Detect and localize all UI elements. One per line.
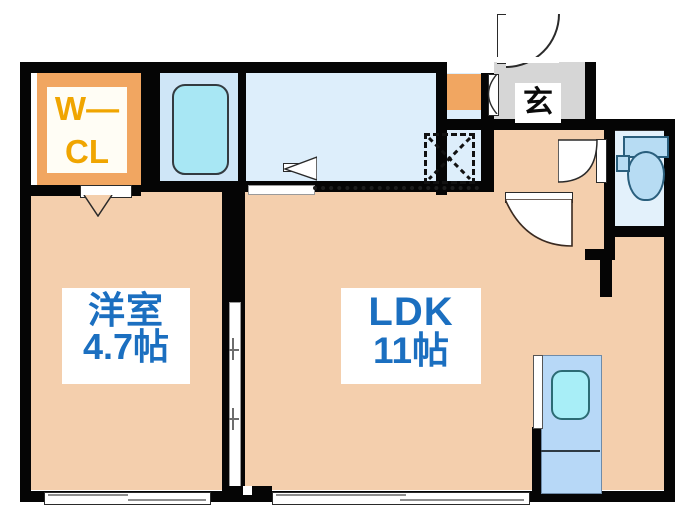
wall-bath-washroom (238, 62, 246, 192)
ldk-window-bar-right (400, 499, 524, 501)
bathtub (172, 84, 229, 175)
genkan-wall-right (585, 62, 596, 120)
genkan-step-wall (447, 119, 592, 130)
wcl-label-line1: W— (54, 90, 120, 127)
ldk-label-line1: LDK (368, 290, 454, 334)
window-mullion-gap (243, 486, 252, 495)
genkan-wall-left (436, 62, 447, 122)
closet-folding-door-chevron-icon (83, 195, 113, 217)
ldk-upper-cupboard-line (313, 186, 479, 190)
toilet-bowl (627, 151, 665, 201)
ldk-window-bar-left (276, 494, 406, 496)
wall-closet-bath (141, 62, 160, 192)
kitchen-counter-divider (541, 450, 600, 452)
bedroom-sliding-door[interactable] (229, 302, 241, 490)
wcl-label-line2: CL (65, 133, 109, 170)
genkan-folding-door-swing (487, 74, 498, 114)
bedroom-label: 洋室 4.7帖 (62, 288, 190, 384)
bedroom-sliding-door-rail-1 (229, 349, 239, 351)
ldk-label: LDK 11帖 (341, 288, 481, 384)
bedroom-label-line2: 4.7帖 (82, 326, 170, 367)
toilet-door-leaf[interactable] (596, 139, 607, 183)
washing-machine-pan (424, 133, 475, 184)
bedroom-label-line1: 洋室 (88, 290, 164, 331)
exterior-wall-top-right (585, 119, 675, 130)
genkan-label: 玄 (515, 83, 561, 123)
bathroom-door-swing (283, 156, 317, 181)
kitchen-counter-side-panel (533, 355, 543, 429)
washroom-floor (246, 73, 421, 181)
toilet-door-swing (558, 139, 598, 183)
bedroom-window-bar-left (48, 494, 128, 496)
washing-machine-x-icon (427, 136, 472, 181)
toilet-wall-bottom (604, 226, 675, 237)
ldk-upper-sliding-panel[interactable] (248, 185, 315, 195)
entrance-threshold (497, 57, 559, 63)
washroom-door-swing (505, 199, 573, 247)
bedroom-sliding-door-jamb-1 (232, 338, 234, 360)
bedroom-sliding-door-rail-2 (229, 418, 239, 420)
kitchen-stub-wall (600, 249, 612, 297)
bedroom-window-bar-right (128, 499, 206, 501)
exterior-wall-right (664, 119, 675, 502)
walk-in-closet-label: W— CL (47, 87, 127, 173)
bedroom-sliding-door-jamb-2 (232, 408, 234, 430)
kitchen-sink (551, 370, 590, 420)
ldk-label-line2: 11帖 (372, 330, 450, 371)
exterior-wall-left (20, 62, 31, 502)
toilet-wall-left (604, 130, 615, 260)
exterior-wall-top (20, 62, 445, 73)
toilet-flush-lever (616, 155, 630, 172)
